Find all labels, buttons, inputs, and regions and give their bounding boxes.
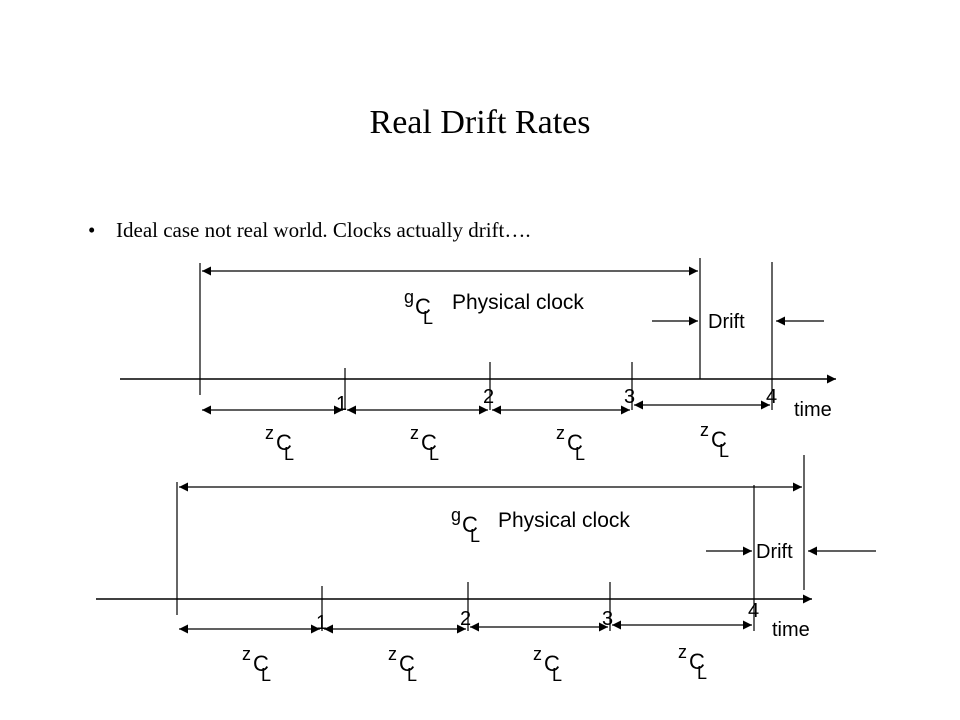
- bullet-dot: •: [88, 218, 96, 242]
- upper-interval-symbol-1: z C L: [265, 423, 294, 464]
- svg-text:z: z: [410, 423, 419, 443]
- svg-text:L: L: [429, 444, 439, 464]
- svg-text:C: C: [711, 427, 727, 452]
- upper-interval-symbol-3: z C L: [556, 423, 585, 464]
- upper-drift-label: Drift: [708, 311, 745, 333]
- upper-tick-label-4: 4: [766, 386, 777, 408]
- svg-text:C: C: [689, 649, 705, 674]
- lower-interval-symbol-1: z C L: [242, 644, 271, 685]
- upper-tick-label-2: 2: [483, 386, 494, 408]
- svg-text:L: L: [719, 441, 729, 461]
- svg-text:z: z: [388, 644, 397, 664]
- svg-text:C: C: [399, 651, 415, 676]
- lower-tick-label-1: 1: [316, 612, 327, 634]
- upper-interval-symbol-4: z C L: [700, 420, 729, 461]
- svg-text:C: C: [567, 430, 583, 455]
- lower-tick-label-3: 3: [602, 608, 613, 630]
- svg-text:z: z: [242, 644, 251, 664]
- upper-interval-symbol-2: z C L: [410, 423, 439, 464]
- upper-physical-clock-label: Physical clock: [452, 291, 584, 314]
- slide-title: Real Drift Rates: [369, 104, 591, 141]
- svg-text:z: z: [533, 644, 542, 664]
- lower-physical-clock-sup: g: [451, 505, 461, 525]
- lower-timeline: g C L Physical clock Drift 1 2 3 4 time …: [96, 455, 876, 685]
- svg-text:L: L: [284, 444, 294, 464]
- svg-text:L: L: [552, 665, 562, 685]
- lower-physical-clock-main: C: [462, 512, 478, 537]
- svg-text:z: z: [700, 420, 709, 440]
- svg-text:C: C: [253, 651, 269, 676]
- lower-drift-label: Drift: [756, 541, 793, 563]
- lower-tick-label-2: 2: [460, 608, 471, 630]
- svg-text:L: L: [261, 665, 271, 685]
- bullet-item: • Ideal case not real world. Clocks actua…: [88, 218, 531, 243]
- upper-axis-label: time: [794, 399, 832, 421]
- bullet-text: Ideal case not real world. Clocks actual…: [116, 218, 531, 242]
- lower-tick-label-4: 4: [748, 600, 759, 622]
- svg-text:L: L: [407, 665, 417, 685]
- lower-physical-clock-label: Physical clock: [498, 509, 630, 532]
- upper-timeline: g C L Physical clock Drift 1 2 3 4 time …: [120, 258, 836, 464]
- svg-text:C: C: [276, 430, 292, 455]
- lower-interval-symbol-2: z C L: [388, 644, 417, 685]
- svg-text:C: C: [421, 430, 437, 455]
- lower-axis-label: time: [772, 619, 810, 641]
- upper-physical-clock-sub: L: [423, 308, 433, 328]
- lower-interval-symbol-4: z C L: [678, 642, 707, 683]
- upper-tick-label-3: 3: [624, 386, 635, 408]
- upper-tick-label-1: 1: [336, 393, 347, 415]
- svg-text:z: z: [265, 423, 274, 443]
- svg-text:C: C: [544, 651, 560, 676]
- upper-physical-clock-sup: g: [404, 287, 414, 307]
- svg-text:L: L: [697, 663, 707, 683]
- svg-text:z: z: [678, 642, 687, 662]
- upper-physical-clock-main: C: [415, 294, 431, 319]
- svg-text:z: z: [556, 423, 565, 443]
- lower-physical-clock-sub: L: [470, 526, 480, 546]
- svg-text:L: L: [575, 444, 585, 464]
- lower-interval-symbol-3: z C L: [533, 644, 562, 685]
